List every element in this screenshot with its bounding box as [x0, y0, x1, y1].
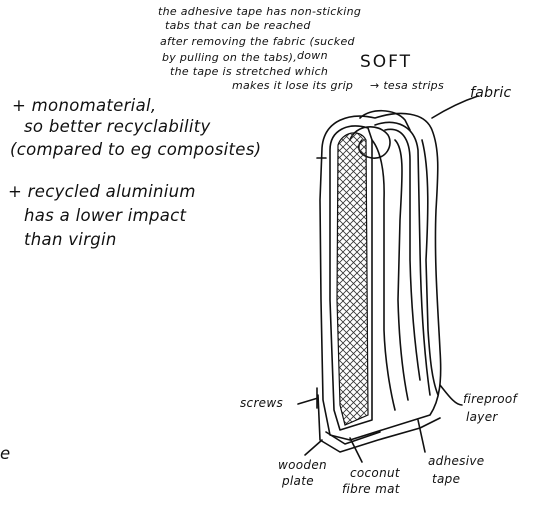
note-line-6b: → tesa strips	[370, 80, 444, 92]
soft-label: SOFT	[360, 52, 412, 72]
note-line-1: the adhesive tape has non-sticking	[158, 6, 361, 18]
pros-item2-line3: than virgin	[24, 230, 117, 250]
adhesive-leader	[418, 420, 425, 452]
note-line-2: tabs that can be reached	[165, 20, 311, 32]
screws-leader	[298, 398, 318, 404]
coconut-label-1: coconut	[350, 466, 400, 480]
fireproof-leader	[440, 385, 462, 405]
note-line-5: the tape is stretched which	[170, 66, 328, 78]
wooden-plate	[318, 395, 440, 452]
coconut-label-2: fibre mat	[342, 482, 400, 496]
fabric-label: fabric	[470, 86, 512, 100]
coconut-hatch	[337, 133, 368, 425]
pros-item1-line3: (compared to eg composites)	[10, 140, 261, 160]
fireproof-label-1: fireproof	[463, 392, 517, 406]
adhesive-label-1: adhesive	[428, 454, 484, 468]
wooden-label-1: wooden	[278, 458, 327, 472]
pros-item1-line2: so better recyclability	[24, 117, 211, 137]
fabric-layer-4	[372, 140, 395, 410]
adhesive-label-2: tape	[432, 472, 460, 486]
coconut-leader	[350, 438, 362, 462]
edge-fragment: e	[0, 444, 10, 464]
note-line-3b: down	[297, 50, 328, 62]
wooden-leader	[305, 440, 322, 455]
pros-item2-line2: has a lower impact	[24, 206, 186, 226]
fabric-layer-3	[395, 140, 408, 400]
note-line-6: makes it lose its grip	[232, 80, 353, 92]
screws-label: screws	[240, 396, 283, 410]
pros-item2-line1: + recycled aluminium	[8, 182, 196, 202]
note-line-3: after removing the fabric (sucked	[160, 36, 355, 48]
fireproof-label-2: layer	[466, 410, 498, 424]
wooden-label-2: plate	[282, 474, 314, 488]
note-line-4: by pulling on the tabs),	[162, 52, 297, 64]
pros-item1-line1: + monomaterial,	[12, 96, 156, 116]
